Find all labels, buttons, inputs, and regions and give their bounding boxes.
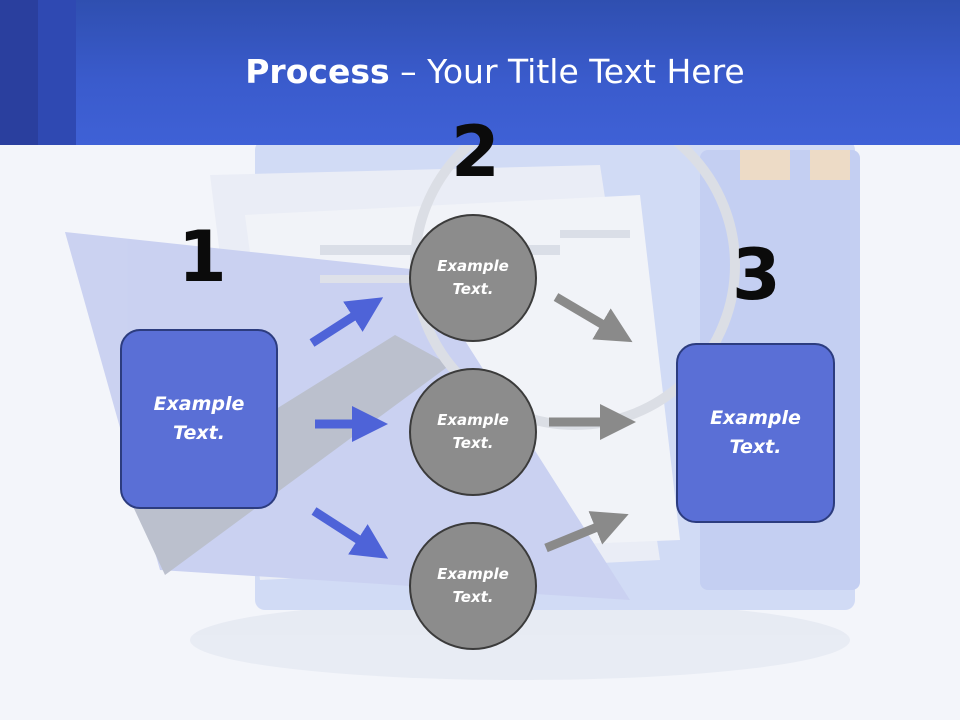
step-1-label-line2: Text. <box>173 422 225 444</box>
header-accent-strip <box>0 0 38 145</box>
circle-middle-label-line2: Text. <box>452 434 494 452</box>
step-number-3: 3 <box>732 234 781 316</box>
arrow-down-right-gray <box>553 293 633 343</box>
arrow-up-right-gray <box>544 511 629 553</box>
title-bar: Process – Your Title Text Here <box>0 0 960 145</box>
step-3-label-line1: Example <box>710 407 801 429</box>
header-accent-strip <box>38 0 76 145</box>
circle-middle-label: Example Text. <box>437 409 509 455</box>
circle-middle-label-line1: Example <box>437 411 509 429</box>
step-1-label: Example Text. <box>154 390 245 448</box>
step-3-label-line2: Text. <box>729 436 782 458</box>
slide-title: Process – Your Title Text Here <box>0 52 960 91</box>
step-3-box[interactable]: Example Text. <box>676 343 835 523</box>
step-number-2: 2 <box>451 111 500 193</box>
circle-top-label-line2: Text. <box>452 280 494 298</box>
title-bold-part: Process <box>245 52 390 91</box>
arrow-down-right <box>311 507 389 559</box>
circle-top[interactable]: Example Text. <box>409 214 537 342</box>
title-rest-part: – Your Title Text Here <box>389 52 745 91</box>
circle-bottom-label: Example Text. <box>437 563 509 609</box>
circle-bottom-label-line2: Text. <box>452 588 494 606</box>
circle-top-label-line1: Example <box>437 257 509 275</box>
circle-bottom[interactable]: Example Text. <box>409 522 537 650</box>
circle-bottom-label-line1: Example <box>437 565 509 583</box>
step-number-1: 1 <box>178 216 227 298</box>
step-1-box[interactable]: Example Text. <box>120 329 278 509</box>
arrow-up-right <box>309 297 384 347</box>
circle-top-label: Example Text. <box>437 255 509 301</box>
step-3-label: Example Text. <box>710 404 801 462</box>
circle-middle[interactable]: Example Text. <box>409 368 537 496</box>
step-1-label-line1: Example <box>153 393 245 415</box>
